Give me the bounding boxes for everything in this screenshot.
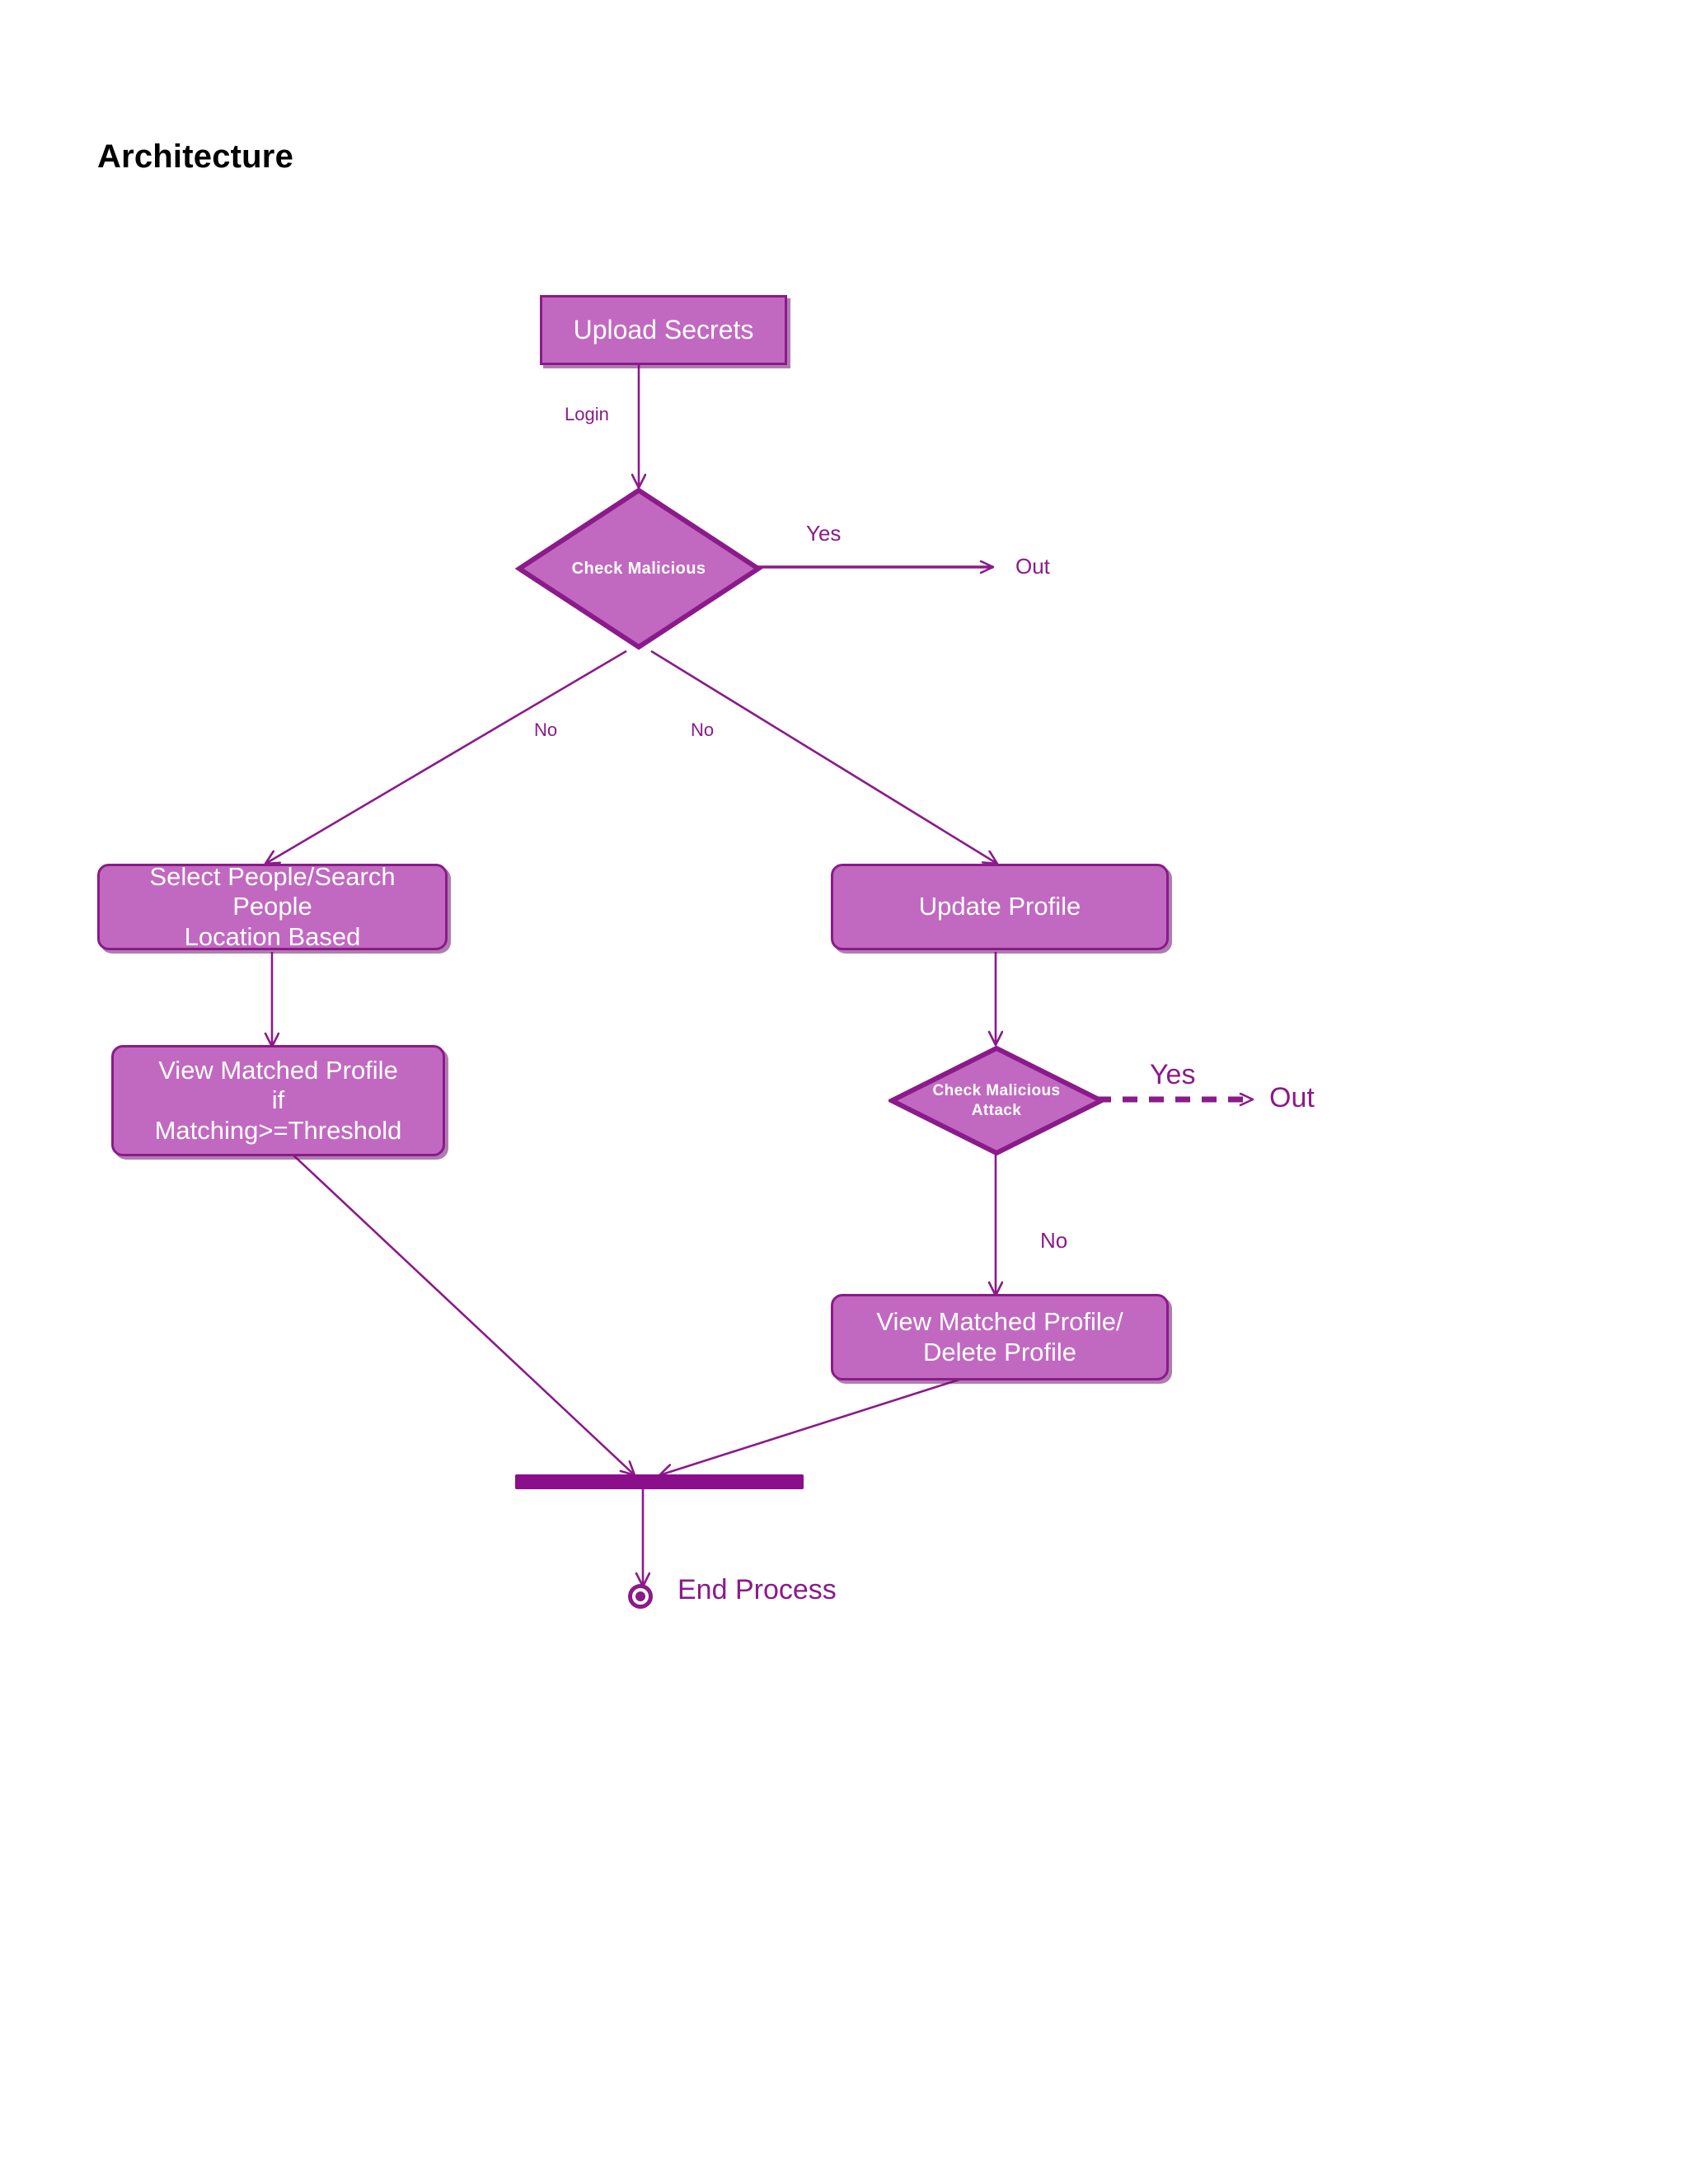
node-check-malicious-line1: Check Malicious: [571, 559, 706, 578]
node-update-profile-line1: Update Profile: [918, 892, 1081, 921]
node-view-matched-threshold-line3: Matching>=Threshold: [154, 1115, 402, 1145]
join-bar[interactable]: [515, 1474, 804, 1489]
node-select-people-line1: Select People/Search People: [149, 861, 396, 921]
node-view-matched-delete-line2: Delete Profile: [922, 1337, 1077, 1366]
end-state-icon[interactable]: [628, 1584, 653, 1609]
terminal-out-top: Out: [1015, 554, 1050, 579]
node-view-matched-threshold[interactable]: View Matched Profile if Matching>=Thresh…: [111, 1045, 445, 1156]
node-check-malicious-attack-line2: Attack: [971, 1101, 1022, 1119]
node-view-matched-delete-line1: View Matched Profile/: [876, 1306, 1123, 1336]
node-select-people-line2: Location Based: [184, 921, 361, 951]
node-check-malicious-attack-line1: Check Malicious: [932, 1081, 1061, 1099]
edge-check-to-select: [265, 649, 627, 864]
end-process-label: End Process: [678, 1574, 837, 1605]
edge-label-no-bottom: No: [1040, 1228, 1068, 1253]
node-upload-secrets-line1: Upload Secrets: [573, 314, 754, 344]
edge-label-no-right: No: [691, 719, 715, 740]
page-title: Architecture: [97, 138, 294, 175]
edge-delete-to-join: [659, 1376, 965, 1475]
edge-check-to-update: [650, 649, 997, 864]
terminal-out-bottom: Out: [1269, 1082, 1315, 1113]
node-check-malicious[interactable]: Check Malicious: [515, 486, 762, 651]
node-view-matched-threshold-line2: if: [271, 1085, 285, 1115]
check-malicious-attack-diamond-shape: [889, 1045, 1104, 1156]
node-upload-secrets[interactable]: Upload Secrets: [540, 295, 787, 365]
node-view-matched-delete[interactable]: View Matched Profile/ Delete Profile: [831, 1294, 1169, 1380]
node-check-malicious-attack[interactable]: Check Malicious Attack: [889, 1045, 1104, 1156]
node-update-profile[interactable]: Update Profile: [831, 864, 1169, 950]
node-select-people[interactable]: Select People/Search People Location Bas…: [97, 861, 448, 951]
node-view-matched-threshold-line1: View Matched Profile: [158, 1055, 398, 1085]
check-malicious-diamond-shape: [515, 487, 762, 650]
edge-label-yes-top: Yes: [806, 521, 842, 546]
edge-label-no-left: No: [534, 719, 558, 740]
edge-view-to-join: [289, 1151, 635, 1475]
edge-label-yes-bottom: Yes: [1150, 1059, 1196, 1090]
edge-label-login: Login: [565, 404, 609, 424]
